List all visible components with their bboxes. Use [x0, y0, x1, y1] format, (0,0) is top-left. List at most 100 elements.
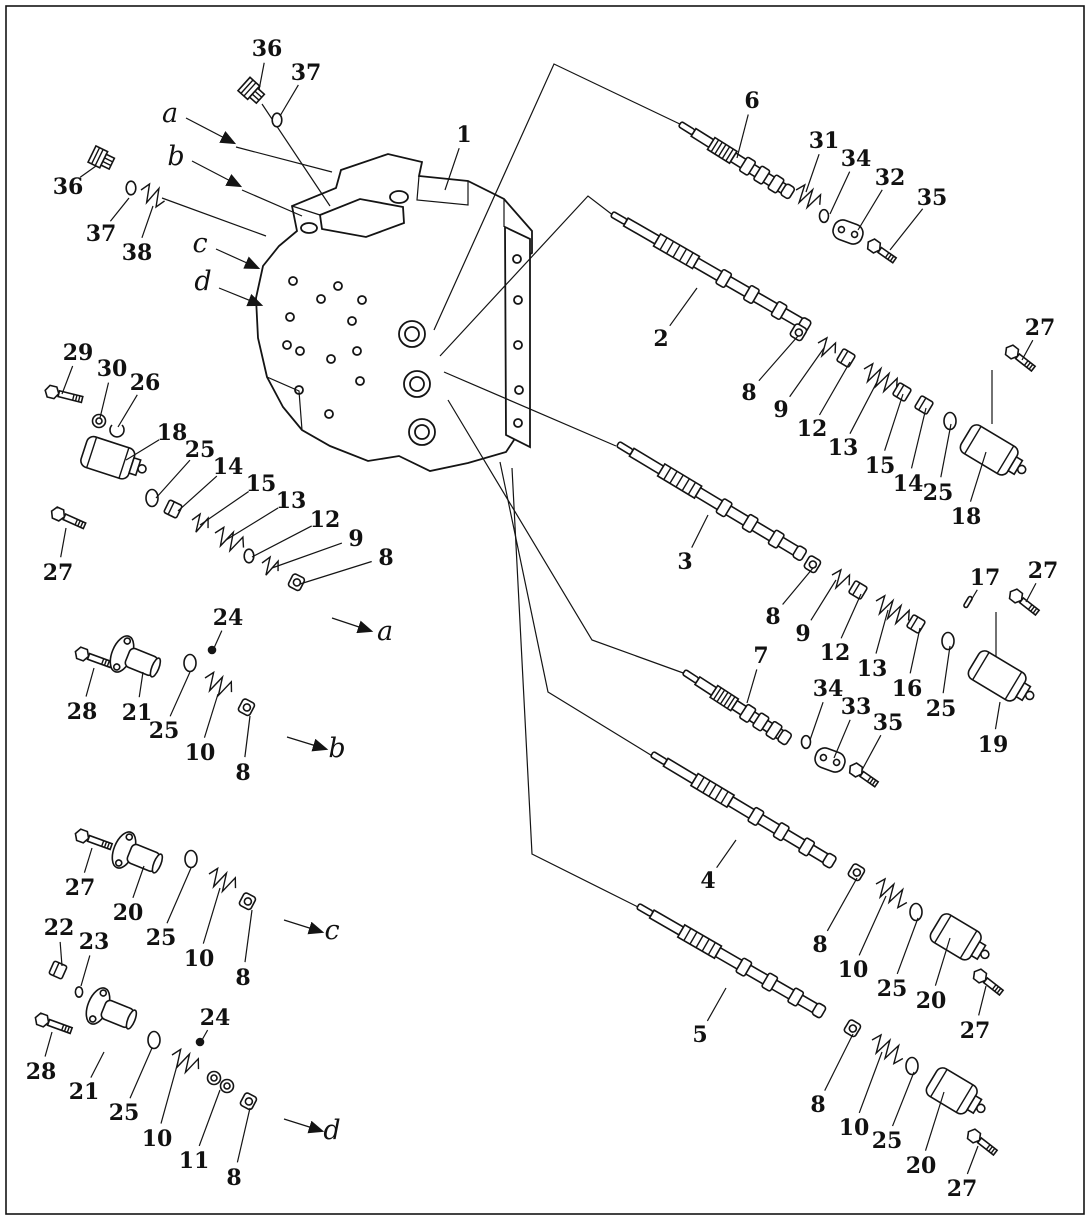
callout-10: 10	[142, 1126, 173, 1152]
callout-27: 27	[1028, 558, 1059, 584]
callout-20: 20	[916, 988, 947, 1014]
callout-14: 14	[213, 454, 244, 480]
part-cap	[967, 650, 1035, 702]
part-plug	[843, 1019, 862, 1038]
callout-38: 38	[122, 240, 153, 266]
part-bolt	[848, 762, 880, 788]
construction-lines	[161, 63, 997, 909]
part-washer	[206, 1070, 222, 1086]
part-cap	[929, 913, 990, 961]
callout-25: 25	[872, 1128, 903, 1154]
part-flange	[85, 987, 138, 1030]
callout-31: 31	[809, 128, 840, 154]
callout-8: 8	[810, 1092, 825, 1118]
callout-20: 20	[113, 900, 144, 926]
callout-8: 8	[812, 932, 827, 958]
part-ball	[195, 1037, 205, 1047]
callout-37: 37	[86, 221, 117, 247]
part-bolt	[34, 1012, 74, 1035]
callout-18: 18	[951, 504, 982, 530]
callout-d: d	[194, 266, 211, 297]
parts-layer	[34, 76, 1041, 1157]
part-plug	[237, 698, 256, 717]
part-spring	[863, 362, 898, 394]
callout-36: 36	[53, 174, 84, 200]
part-hexfit	[236, 76, 266, 105]
callout-26: 26	[130, 370, 161, 396]
callout-10: 10	[839, 1115, 870, 1141]
callout-15: 15	[246, 471, 277, 497]
callout-23: 23	[79, 929, 110, 955]
callout-8: 8	[235, 760, 250, 786]
callout-36: 36	[252, 36, 283, 62]
callout-c: c	[192, 228, 207, 259]
callout-24: 24	[213, 605, 244, 631]
callout-8: 8	[226, 1165, 241, 1191]
callout-35: 35	[917, 185, 948, 211]
part-plug	[238, 892, 257, 911]
callout-28: 28	[67, 699, 98, 725]
part-bolt	[972, 968, 1005, 997]
part-spring	[817, 336, 837, 359]
part-ring	[145, 488, 159, 508]
callout-33: 33	[841, 694, 872, 720]
figure-border	[5, 5, 1085, 1215]
part-plug	[847, 863, 866, 882]
callout-a: a	[162, 98, 178, 129]
callout-34: 34	[813, 676, 844, 702]
callout-10: 10	[185, 740, 216, 766]
callout-16: 16	[892, 676, 923, 702]
part-bolt	[74, 646, 114, 669]
part-ring	[125, 180, 137, 196]
callout-5: 5	[692, 1022, 707, 1048]
callout-24: 24	[200, 1005, 231, 1031]
callout-34: 34	[841, 146, 872, 172]
callout-25: 25	[923, 480, 954, 506]
callout-25: 25	[877, 976, 908, 1002]
part-spring	[214, 525, 245, 553]
callout-9: 9	[795, 621, 810, 647]
callout-12: 12	[797, 416, 828, 442]
callout-b: b	[167, 141, 184, 172]
part-plug	[789, 323, 808, 342]
callout-20: 20	[906, 1153, 937, 1179]
callout-27: 27	[947, 1176, 978, 1202]
part-plug	[239, 1092, 258, 1111]
part-bolt	[1008, 588, 1041, 617]
callout-27: 27	[65, 875, 96, 901]
callout-b: b	[328, 733, 345, 764]
part-spool	[678, 121, 796, 200]
part-flange	[109, 635, 162, 678]
part-bush	[163, 499, 183, 519]
part-flange	[111, 831, 164, 874]
part-spool	[616, 441, 808, 562]
part-spring	[875, 877, 908, 910]
callout-25: 25	[149, 718, 180, 744]
part-ring	[243, 548, 255, 564]
part-bush	[848, 580, 868, 600]
part-bolt	[74, 828, 114, 851]
callout-11: 11	[179, 1148, 210, 1174]
callout-29: 29	[63, 340, 94, 366]
part-ring	[818, 208, 830, 224]
callout-14: 14	[893, 471, 924, 497]
part-clip	[109, 424, 125, 438]
part-spring	[171, 1047, 200, 1075]
callout-27: 27	[43, 560, 74, 586]
part-pin	[963, 595, 973, 609]
callout-30: 30	[97, 356, 128, 382]
callout-25: 25	[146, 925, 177, 951]
callout-c: c	[324, 915, 339, 946]
callout-9: 9	[348, 526, 363, 552]
part-bush	[836, 348, 856, 368]
callout-2: 2	[653, 326, 668, 352]
part-spring	[871, 1033, 904, 1066]
callout-6: 6	[744, 88, 759, 114]
callout-10: 10	[838, 957, 869, 983]
callout-21: 21	[69, 1079, 100, 1105]
callout-35: 35	[873, 710, 904, 736]
callout-8: 8	[235, 965, 250, 991]
